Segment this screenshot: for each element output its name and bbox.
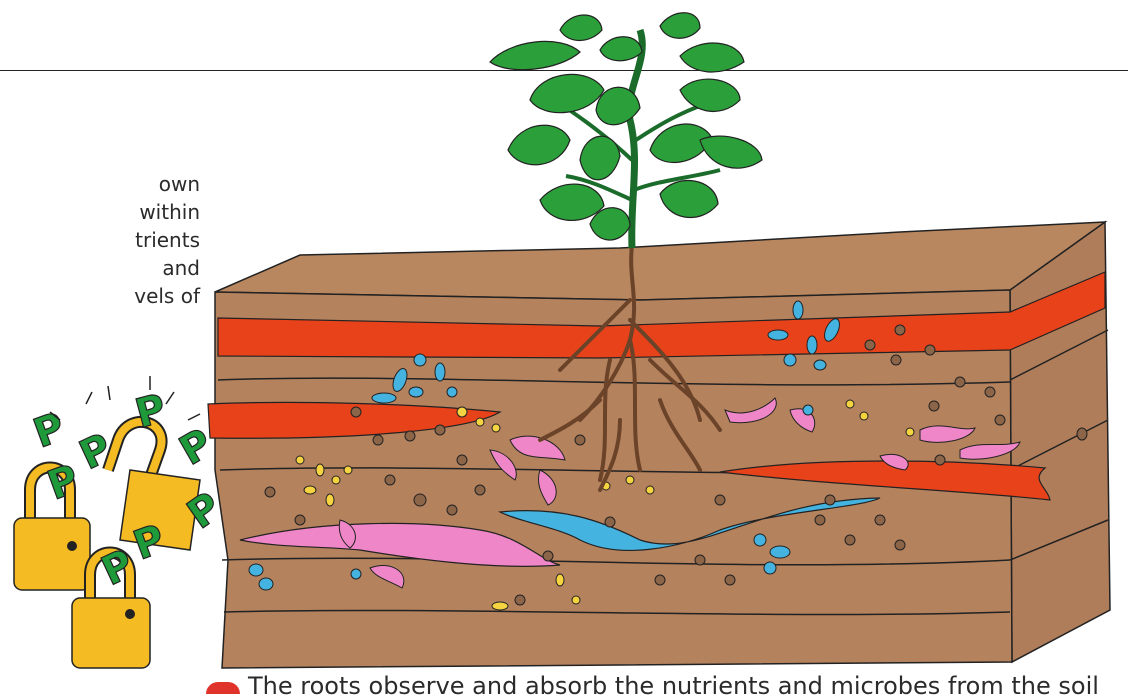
soil-illustration: P P P P P P P P [0, 0, 1128, 683]
p-letter-icon: P [42, 456, 85, 509]
plant-shoot [490, 13, 762, 248]
p-letter-icon: P [28, 404, 71, 457]
caption-text: The roots observe and absorb the nutrien… [248, 672, 1099, 700]
sparkle-marks [50, 376, 200, 420]
caption-bullet [206, 682, 240, 694]
p-letter-icon: P [131, 386, 171, 438]
